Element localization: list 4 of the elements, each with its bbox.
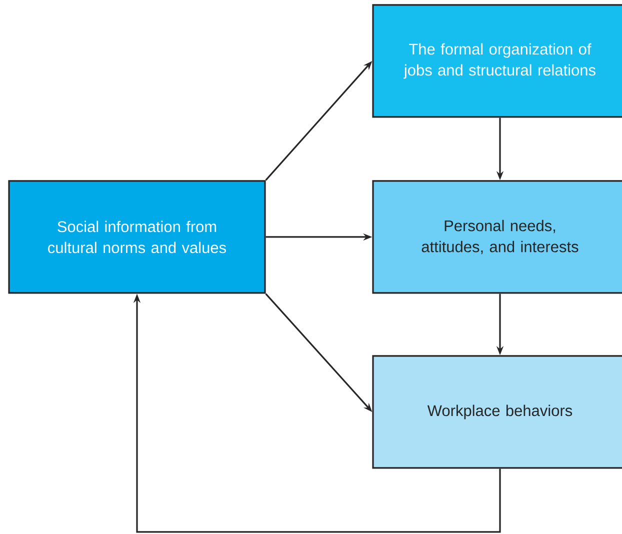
process-box: Workplace behaviors	[372, 355, 622, 469]
process-box: Social information from cultural norms and values	[8, 180, 266, 294]
process-box: Personal needs, attitudes, and interests	[372, 180, 622, 294]
process-box: The formal organization of jobs and structural relations	[372, 4, 622, 118]
